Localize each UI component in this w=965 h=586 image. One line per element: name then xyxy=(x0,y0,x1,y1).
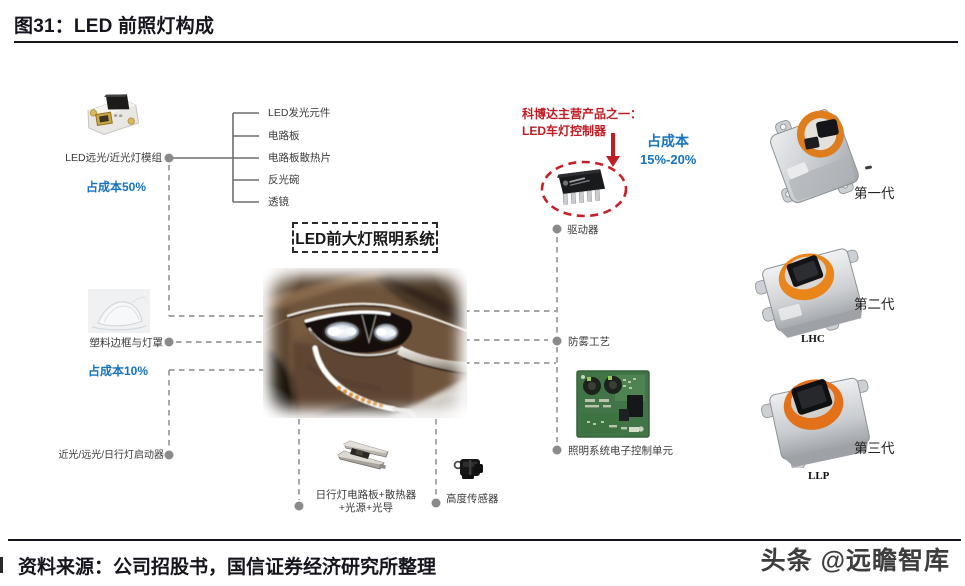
system-box: LED前大灯照明系统 xyxy=(292,222,438,253)
left-edge-artifact xyxy=(0,557,3,573)
drl-board-label-line2: +光源+光导 xyxy=(338,502,394,514)
red-arrow xyxy=(606,133,620,167)
module-part-label: 电路板散热片 xyxy=(268,152,331,164)
led-module-label: LED远光/近光灯模组 xyxy=(65,152,162,164)
red-highlight-ellipse xyxy=(540,160,628,218)
gen2-controller-image xyxy=(755,248,863,338)
gen3-label: 第三代 xyxy=(854,441,895,456)
plastic-cover-cost: 占成本10% xyxy=(88,364,149,378)
driver-chip-image xyxy=(557,169,606,205)
ecu-label: 照明系统电子控制单元 xyxy=(568,445,673,457)
drl-part-image xyxy=(337,440,389,470)
keboda-cost: 占成本 15%-20% xyxy=(640,132,696,169)
gen3-sub-label: LLP xyxy=(808,470,830,482)
figure-title: 图31：LED 前照灯构成 xyxy=(14,16,215,37)
height-sensor-image xyxy=(453,459,483,479)
module-part-label: 透镜 xyxy=(268,196,289,208)
title-rule xyxy=(14,41,958,43)
ecu-board-image xyxy=(576,370,650,438)
module-part-label: 反光碗 xyxy=(268,174,300,186)
led-module-cost: 占成本50% xyxy=(86,180,147,194)
led-module-image xyxy=(87,94,140,136)
drl-board-label: 日行灯电路板+散热器 +光源+光导 xyxy=(306,489,426,515)
watermark: 头条 @远瞻智库 xyxy=(760,547,950,575)
gen2-sub-label: LHC xyxy=(801,333,825,345)
keboda-note-line2: LED车灯控制器 xyxy=(522,124,607,138)
footer-rule xyxy=(8,539,961,541)
source-note: 资料来源：公司招股书，国信证券经济研究所整理 xyxy=(18,557,437,578)
plastic-cover-image xyxy=(88,289,150,333)
gen1-label: 第一代 xyxy=(854,186,895,201)
module-part-label: LED发光元件 xyxy=(268,107,331,119)
driver-label: 驱动器 xyxy=(567,224,599,236)
keboda-cost-line2: 15%-20% xyxy=(640,152,697,167)
starter-label: 近光/远光/日行灯启动器 xyxy=(58,450,164,461)
drl-board-label-line1: 日行灯电路板+散热器 xyxy=(315,489,417,501)
keboda-note: 科博达主营产品之一： LED车灯控制器 xyxy=(522,106,642,140)
gen2-label: 第二代 xyxy=(854,297,895,312)
height-sensor-label: 高度传感器 xyxy=(446,493,499,505)
headlight-photo xyxy=(263,268,467,418)
gen3-controller-image xyxy=(761,377,870,468)
plastic-cover-label: 塑料边框与灯罩 xyxy=(89,337,164,349)
module-part-label: 电路板 xyxy=(268,130,300,142)
antifog-label: 防雾工艺 xyxy=(568,336,610,348)
keboda-note-line1: 科博达主营产品之一： xyxy=(522,107,643,121)
gen1-controller-image xyxy=(770,109,859,204)
keboda-cost-line1: 占成本 xyxy=(647,133,689,149)
